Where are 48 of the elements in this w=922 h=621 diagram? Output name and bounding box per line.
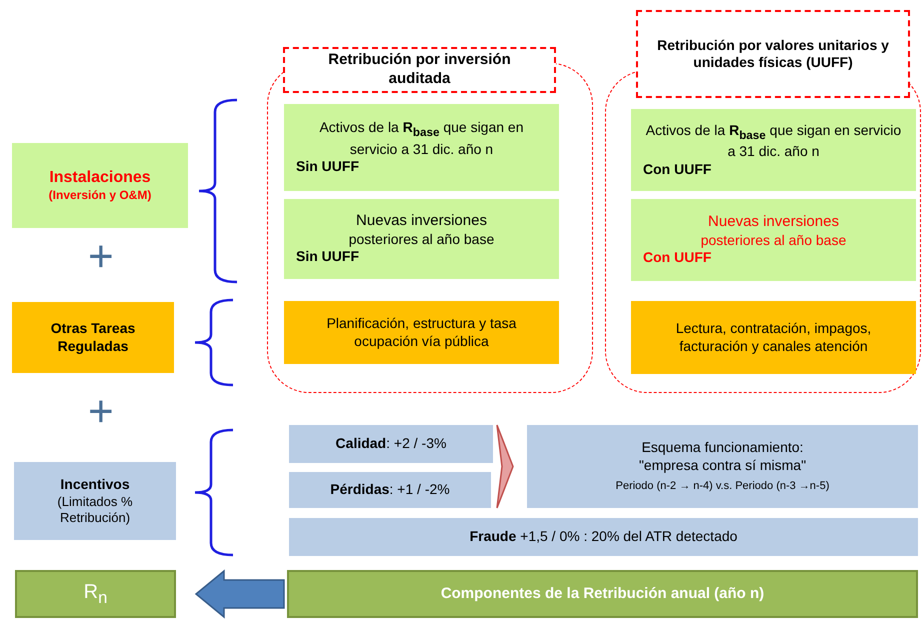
- item-tag: Con UUFF: [631, 160, 916, 178]
- header-box: [636, 10, 910, 98]
- header-box: [283, 47, 556, 93]
- result-label: R$_{n}$: [82, 580, 108, 608]
- item-tag: Con UUFF: [631, 249, 916, 267]
- metric-box: [289, 472, 491, 508]
- item-box: [284, 301, 559, 364]
- item-box: [631, 199, 916, 281]
- item-text: Activos de la R$_{base}$ que sigan en servicio a 31 dic. año n: [644, 122, 902, 161]
- metric-box: [289, 518, 918, 556]
- item-text: posteriores al año base: [348, 230, 496, 248]
- item-text: Lectura, contratación, impagos, facturación y canales atención: [674, 320, 872, 355]
- category-box: [14, 462, 176, 540]
- category-subtitle: (Inversión y O&M): [48, 188, 152, 203]
- category-title: Instalaciones: [48, 168, 152, 188]
- summary-bar: [287, 570, 918, 618]
- plus-sign: +: [88, 235, 114, 279]
- item-box: [631, 109, 916, 191]
- group-frame: [605, 70, 921, 393]
- item-box: [631, 301, 916, 374]
- category-box: [12, 143, 188, 228]
- category-box: [12, 302, 174, 373]
- item-title: Nuevas inversiones: [355, 212, 488, 231]
- header-title: Retribución por valores unitarios y unidades físicas (UUFF): [656, 36, 890, 72]
- metric-text: Fraude +1,5 / 0% : 20% del ATR detectado: [468, 528, 738, 546]
- item-tag: Sin UUFF: [284, 158, 559, 176]
- metric-box: [289, 425, 493, 463]
- period-text: Periodo (n-2 → n-4) v.s. Periodo (n-3 →n-5): [614, 480, 830, 494]
- chevron-arrow: [496, 424, 514, 509]
- item-text: posteriores al año base: [700, 232, 848, 250]
- metric-text: Pérdidas: +1 / -2%: [329, 481, 451, 499]
- item-box: [284, 199, 559, 279]
- item-tag: Sin UUFF: [284, 248, 559, 266]
- metric-text: Calidad: +2 / -3%: [334, 435, 448, 453]
- item-box: [284, 104, 559, 191]
- header-title: Retribución por inversión auditada: [327, 51, 512, 89]
- result-box: [15, 570, 176, 618]
- block-arrow: [194, 569, 285, 619]
- category-title: Otras Tareas Reguladas: [50, 320, 136, 355]
- item-text: Activos de la R$_{base}$ que sigan en servicio a 31 dic. año n: [318, 119, 525, 158]
- category-subtitle: (Limitados % Retribución): [56, 494, 134, 526]
- summary-text: Componentes de la Retribución anual (año n): [440, 584, 766, 604]
- plus-sign: +: [88, 390, 114, 434]
- item-title: Nuevas inversiones: [707, 213, 840, 232]
- category-title: Incentivos: [59, 476, 131, 494]
- item-text: Planificación, estructura y tasa ocupación vía pública: [326, 315, 518, 350]
- scheme-box: [527, 425, 918, 508]
- scheme-text: Esquema funcionamiento: "empresa contra sí misma": [638, 439, 808, 474]
